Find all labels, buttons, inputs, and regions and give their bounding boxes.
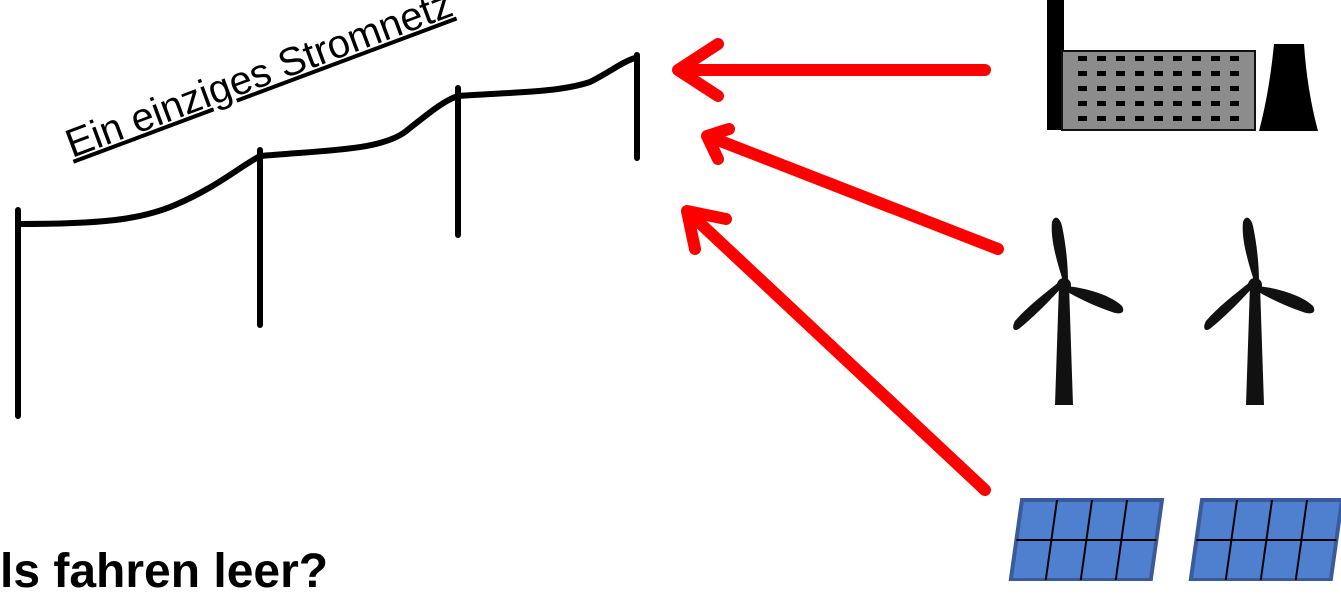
- solar-panel-icon: [1011, 500, 1162, 580]
- turbine-hub: [1248, 278, 1262, 292]
- wind-turbine-icon: [1013, 218, 1123, 405]
- arrows: [678, 44, 998, 490]
- arrow-from-wind-turbines: [707, 129, 998, 249]
- arrow-from-power-plant: [678, 44, 985, 96]
- solar-panel-icon: [1191, 500, 1341, 580]
- turbine-tower: [1055, 285, 1073, 405]
- turbine-hub: [1057, 278, 1071, 292]
- turbine-blade: [1243, 218, 1259, 284]
- cooling-tower: [1259, 44, 1318, 131]
- grid-label: Ein einziges Stromnetz: [60, 0, 459, 166]
- turbine-blade: [1052, 218, 1068, 284]
- turbine-blade: [1064, 286, 1123, 313]
- bottom-caption: ls fahren leer?: [0, 548, 328, 596]
- turbine-blade: [1204, 282, 1253, 330]
- wind-turbine-icon: [1204, 218, 1314, 405]
- turbine-tower: [1246, 285, 1264, 405]
- turbine-blade: [1013, 282, 1062, 330]
- turbine-blade: [1255, 286, 1314, 313]
- power-plant-icon: [1047, 0, 1318, 131]
- arrow-from-solar-panels: [687, 211, 985, 490]
- energy-grid-diagram: Ein einziges Stromnetz: [0, 0, 1341, 581]
